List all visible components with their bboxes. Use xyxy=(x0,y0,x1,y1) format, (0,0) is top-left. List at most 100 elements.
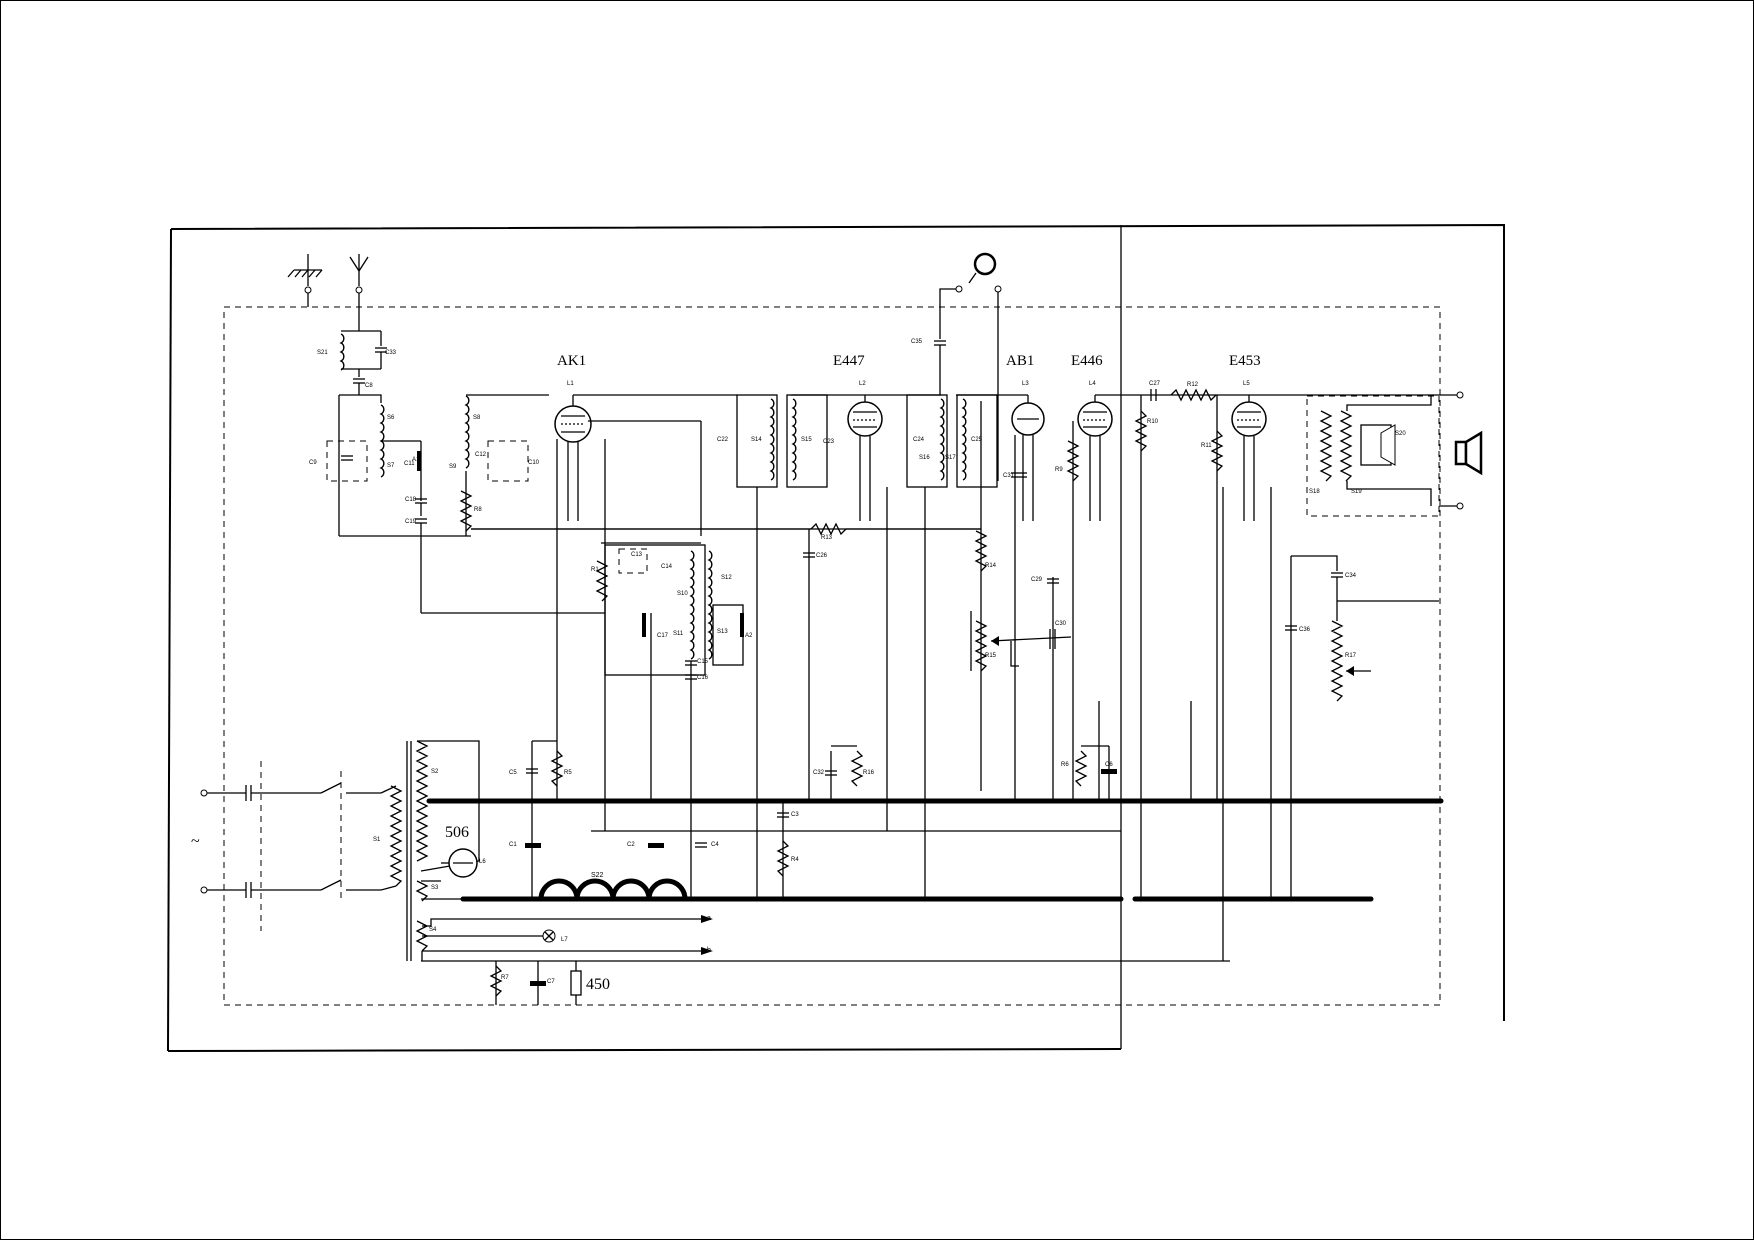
component-ref-s17: S17 xyxy=(945,455,956,461)
component-ref-c29: C29 xyxy=(1031,577,1043,583)
earth-icon xyxy=(287,254,323,294)
component-ref-s10: S10 xyxy=(677,591,688,597)
component-ref-s4: S4 xyxy=(429,927,437,933)
tone-control xyxy=(1285,555,1439,901)
component-ref-r10: R10 xyxy=(1147,419,1159,425)
speaker-icon xyxy=(1454,430,1483,476)
tube-l5 xyxy=(1231,395,1267,521)
component-ref-c23: C23 xyxy=(823,439,835,445)
mains-section: ~ xyxy=(191,761,381,931)
component-ref-c27: C27 xyxy=(1149,381,1161,387)
tube-ref-l1: L1 xyxy=(567,381,574,387)
tube-ref-l3: L3 xyxy=(1022,381,1029,387)
smoothing-choke: S22 xyxy=(538,872,688,900)
component-ref-s8: S8 xyxy=(473,415,481,421)
component-ref-r1: R1 xyxy=(591,567,599,573)
coupling-section xyxy=(1066,388,1224,901)
component-ref-c10: C10 xyxy=(528,460,540,466)
chassis-outline xyxy=(223,306,1441,1006)
rectifier-tube: 506 xyxy=(441,824,478,878)
component-ref-a2: A2 xyxy=(745,633,753,639)
component-ref-s3: S3 xyxy=(431,885,439,891)
component-ref-r12: R12 xyxy=(1187,382,1199,388)
bias-components xyxy=(525,740,1117,899)
resistor-r13 xyxy=(471,522,981,801)
meter-icon xyxy=(973,252,997,276)
component-ref-c1: C1 xyxy=(509,842,517,848)
ac-symbol-icon: ~ xyxy=(191,833,200,850)
component-ref-c19: C19 xyxy=(405,519,417,525)
tube-ref-l7: L7 xyxy=(561,937,568,943)
component-ref-c9: C9 xyxy=(309,460,317,466)
tube-label-e453: E453 xyxy=(1229,353,1261,369)
component-ref-s2: S2 xyxy=(431,769,439,775)
tube-ref-l2: L2 xyxy=(859,381,866,387)
tube-label-ak1: AK1 xyxy=(557,353,586,369)
tap-a-label: a xyxy=(707,915,711,922)
tube-ref-l5: L5 xyxy=(1243,381,1250,387)
tube-labels: AK1 E447 AB1 E446 E453 xyxy=(557,353,1261,369)
tube-l2 xyxy=(847,395,883,521)
component-ref-s20: S20 xyxy=(1395,431,1406,437)
component-ref-r8: R8 xyxy=(474,507,482,513)
component-ref-r7: R7 xyxy=(501,975,509,981)
component-ref-r14: R14 xyxy=(985,563,997,569)
component-ref-s1: S1 xyxy=(373,837,381,843)
tube-label-e447: E447 xyxy=(833,353,865,369)
component-ref-r11: R11 xyxy=(1201,443,1212,449)
component-ref-c32: C32 xyxy=(813,770,825,776)
component-ref-r16: R16 xyxy=(863,770,875,776)
bus-rails xyxy=(426,798,1444,902)
component-ref-c35: C35 xyxy=(911,339,923,345)
component-ref-s7: S7 xyxy=(387,463,395,469)
component-ref-c31: C31 xyxy=(1003,473,1015,479)
mains-terminal-top xyxy=(200,789,208,797)
component-ref-c25: C25 xyxy=(971,437,983,443)
component-ref-s19: S19 xyxy=(1351,489,1362,495)
input-coil-section xyxy=(326,394,605,614)
tube-label-ab1: AB1 xyxy=(1006,353,1034,369)
choke-label: S22 xyxy=(591,872,604,879)
output-transformer xyxy=(1306,395,1440,517)
mains-terminal-bottom xyxy=(200,886,208,894)
component-ref-s12: S12 xyxy=(721,575,732,581)
output-terminals xyxy=(1439,391,1483,510)
component-ref-s13: S13 xyxy=(717,629,728,635)
component-ref-c7: C7 xyxy=(547,979,555,985)
component-ref-s14: S14 xyxy=(751,437,762,443)
component-ref-s18: S18 xyxy=(1309,489,1320,495)
component-ref-r6: R6 xyxy=(1061,762,1069,768)
supply-drops xyxy=(556,225,1272,1049)
component-ref-s16: S16 xyxy=(919,455,930,461)
tube-l3 xyxy=(1011,395,1045,521)
component-ref-c16: C16 xyxy=(697,675,709,681)
if-transformer-2 xyxy=(906,394,998,488)
component-ref-c5: C5 xyxy=(509,770,517,776)
antenna-icon xyxy=(349,254,369,294)
reference-labels: S21 C33 C8 C9 S6 S7 C10 C11 C12 S8 S9 A1… xyxy=(309,339,1406,985)
tube-label-e446: E446 xyxy=(1071,353,1103,369)
component-ref-c13: C13 xyxy=(631,552,643,558)
component-ref-r5: R5 xyxy=(564,770,572,776)
component-ref-r15: R15 xyxy=(985,653,997,659)
component-ref-r17: R17 xyxy=(1345,653,1357,659)
component-ref-r4: R4 xyxy=(791,857,799,863)
component-ref-c24: C24 xyxy=(913,437,925,443)
resistor-450 xyxy=(570,970,582,996)
component-ref-a1: A1 xyxy=(412,457,420,463)
heater-wiring: a b xyxy=(421,915,1230,962)
component-ref-c33: C33 xyxy=(385,350,397,356)
oscillator-section xyxy=(595,544,744,721)
component-ref-s15: S15 xyxy=(801,437,812,443)
tube-l1 xyxy=(554,395,592,521)
component-ref-c36: C36 xyxy=(1299,627,1311,633)
component-ref-c3: C3 xyxy=(791,812,799,818)
component-ref-c34: C34 xyxy=(1345,573,1357,579)
component-ref-c17: C17 xyxy=(657,633,669,639)
component-ref-c30: C30 xyxy=(1055,621,1067,627)
component-ref-c4: C4 xyxy=(711,842,719,848)
bias-network: 450 xyxy=(489,961,610,1005)
component-ref-s11: S11 xyxy=(673,631,684,637)
component-ref-s6: S6 xyxy=(387,415,395,421)
